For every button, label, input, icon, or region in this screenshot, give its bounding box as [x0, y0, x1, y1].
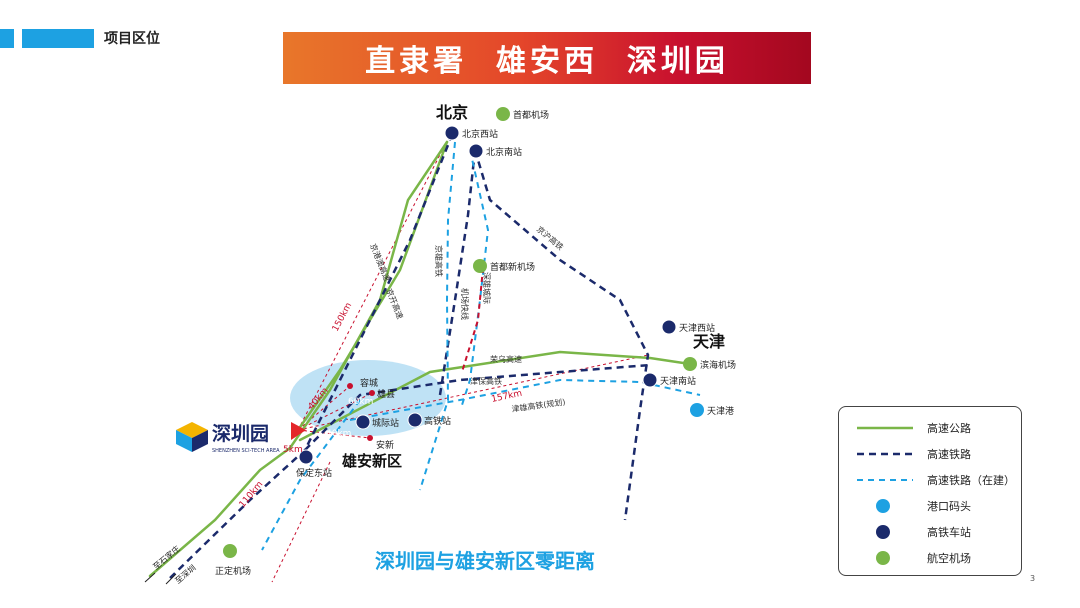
station-icon-tianjin-west	[661, 319, 677, 335]
distance-label-157km: 157km	[491, 389, 524, 405]
route-label-airport-express: 机场快线	[460, 288, 470, 320]
page-number: 3	[1030, 574, 1036, 583]
arrow-shijiazhuang	[144, 572, 156, 583]
station-icon-beijing-west	[444, 125, 460, 141]
route-label-rongwu: 荣乌高速	[490, 354, 522, 364]
distance-line-anxin	[297, 429, 371, 439]
legend-label-port: 港口码头	[927, 500, 971, 513]
port-icon-tianjin	[690, 403, 704, 417]
slogan: 深圳园与雄安新区零距离	[375, 549, 595, 573]
legend-row-airport: 航空机场	[839, 547, 1021, 569]
station-label-beijing-south: 北京南站	[486, 146, 522, 158]
section-title: 项目区位	[104, 31, 160, 47]
hsr-jingxiong	[438, 149, 477, 396]
direction-label-shijiazhuang: 至石家庄	[151, 543, 182, 571]
route-label-shenzhen-road: 深雄城际	[482, 272, 492, 304]
station-icon-baoding-east	[298, 449, 314, 465]
airport-label-capital: 首都机场	[513, 109, 549, 121]
highway-rongwu	[298, 350, 692, 442]
city-label-tianjin: 天津	[693, 332, 725, 351]
distance-label-5km: 5km	[283, 445, 303, 455]
route-label-jingkai: 京开高速	[384, 287, 405, 320]
distance-label-40km-b: 40km	[326, 429, 351, 439]
route-label-jinbao: 津保高铁	[470, 376, 502, 386]
hsr-building-south	[261, 399, 361, 551]
legend-label-hsr: 高速铁路	[927, 448, 971, 461]
train-icon	[876, 525, 890, 539]
town-dot-anxin	[367, 435, 373, 441]
banner-title: 直隶署 雄安西 深圳园	[365, 44, 729, 79]
town-label-anxin: 安新	[376, 439, 394, 451]
town-dot-rongcheng	[347, 383, 353, 389]
station-icon-high-speed	[407, 412, 423, 428]
shenzhen-logo-icon	[176, 422, 208, 452]
airport-label-new-capital: 首都新机场	[490, 261, 535, 273]
xiongan-zone	[290, 360, 446, 436]
hsr-building-jinxiong	[349, 378, 701, 421]
legend-symbol-hsr	[839, 443, 927, 465]
legend-row-port: 港口码头	[839, 495, 1021, 517]
title-banner: 直隶署 雄安西 深圳园	[283, 32, 811, 84]
corner-accent-bar	[0, 29, 14, 48]
station-label-tianjin-west: 天津西站	[679, 322, 715, 334]
route-label-jinghu: 京沪高铁	[535, 224, 566, 252]
station-icon-beijing-south	[468, 143, 484, 159]
port-label-tianjin: 天津港	[707, 405, 734, 417]
legend-symbol-airport	[839, 547, 927, 569]
station-icon-tianjin-south	[642, 372, 658, 388]
distance-label-110km: 110km	[238, 480, 266, 510]
town-label-xiongxian: 雄县	[377, 388, 395, 400]
hsr-jingguang	[169, 139, 452, 579]
station-label-intercity: 城际站	[372, 417, 399, 429]
town-dot-xiongxian	[369, 390, 375, 396]
airport-icon-new-capital	[473, 259, 487, 273]
city-label-xiongan: 雄安新区	[341, 452, 402, 470]
legend-label-hsr-building: 高速铁路（在建）	[927, 474, 1015, 487]
legend-row-highway: 高速公路	[839, 417, 1021, 439]
airport-label-binhai: 滨海机场	[700, 359, 736, 371]
airport-icon-binhai	[683, 357, 697, 371]
corner-accent-bar-long	[22, 29, 94, 48]
logo-subtitle: SHENZHEN SCI-TECH AREA	[212, 448, 280, 454]
anchor-icon	[876, 499, 890, 513]
direction-label-shenzhen: 至深圳	[173, 562, 198, 585]
station-label-baoding-east: 保定东站	[296, 467, 332, 479]
legend-symbol-port	[839, 495, 927, 517]
town-label-rongcheng: 容城	[360, 377, 378, 389]
legend-symbol-hsr-station	[839, 521, 927, 543]
legend-row-hsr: 高速铁路	[839, 443, 1021, 465]
hsr-jinghu	[473, 149, 650, 521]
airport-icon-capital	[496, 107, 510, 121]
route-label-jingxiong: 京雄高铁	[434, 245, 444, 277]
airport-icon-zhengding	[223, 544, 237, 558]
highway-jingangao	[148, 140, 449, 578]
distance-line-south	[271, 461, 331, 583]
hsr-jinbao	[304, 363, 651, 451]
shenzhen-park-marker	[291, 422, 306, 440]
legend-row-hsr-station: 高铁车站	[839, 521, 1021, 543]
city-label-beijing: 北京	[436, 103, 468, 122]
arrow-shenzhen	[165, 573, 177, 585]
route-label-jingangao: 京港澳高速	[368, 242, 392, 283]
legend-row-hsr-building: 高速铁路（在建）	[839, 469, 1021, 491]
station-icon-intercity	[355, 414, 371, 430]
airport-label-zhengding: 正定机场	[215, 565, 251, 577]
station-label-beijing-west: 北京西站	[462, 128, 498, 140]
airplane-icon	[876, 551, 890, 565]
distance-label-60km: 60km	[348, 397, 373, 407]
station-label-tianjin-south: 天津南站	[660, 375, 696, 387]
legend-label-highway: 高速公路	[927, 422, 971, 435]
legend-symbol-highway	[839, 417, 927, 439]
hsr-building-jingxiong	[419, 141, 456, 491]
distance-line-xiongxian	[297, 392, 373, 431]
legend-label-airport: 航空机场	[927, 552, 971, 565]
logo-name: 深圳园	[212, 422, 269, 445]
station-label-high-speed: 高铁站	[424, 415, 451, 427]
legend-label-hsr-station: 高铁车站	[927, 526, 971, 539]
distance-line-rongcheng	[297, 385, 351, 431]
map-legend: 高速公路 高速铁路 高速铁路（在建） 港口码头 高铁车站 航空机场	[838, 406, 1022, 576]
legend-symbol-hsr-building	[839, 469, 927, 491]
